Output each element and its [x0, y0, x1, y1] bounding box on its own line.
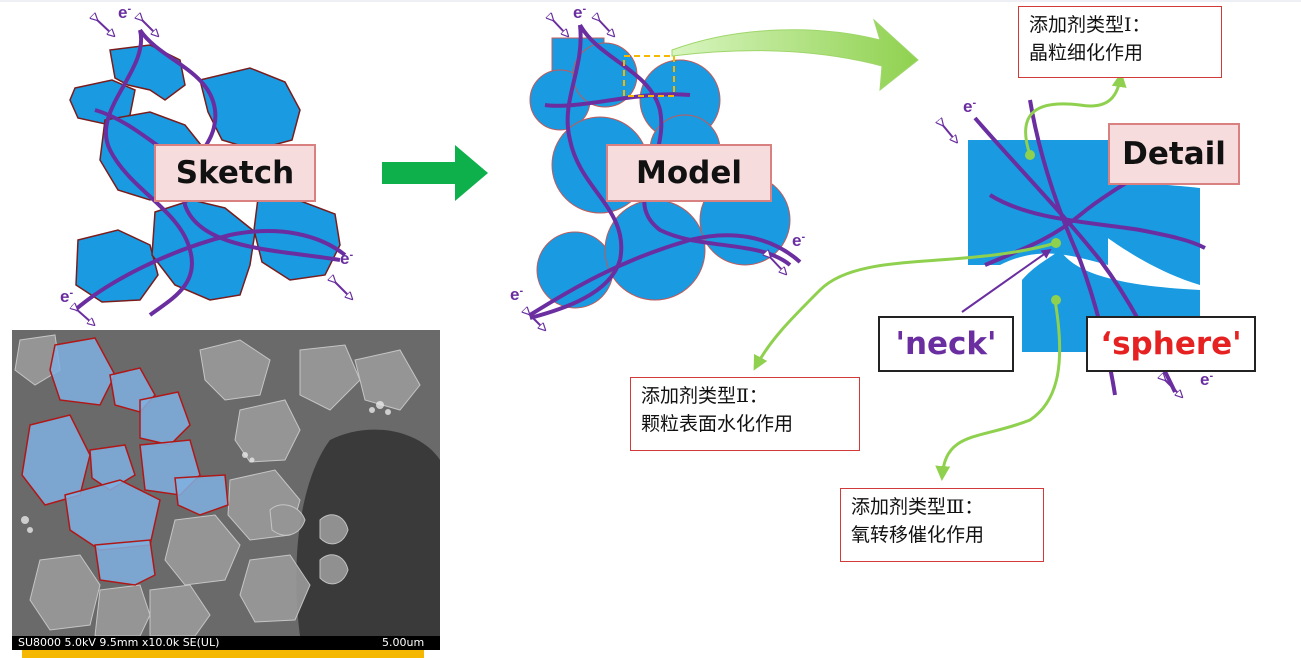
svg-text:e-: e-	[60, 287, 73, 306]
callout-lines	[753, 72, 1127, 481]
sem-grain	[139, 391, 191, 446]
note-type1: 添加剂类型Ⅰ： 晶粒细化作用	[1018, 6, 1222, 78]
orange-strip	[22, 650, 424, 658]
svg-text:e-: e-	[573, 3, 586, 22]
svg-text:e-: e-	[510, 285, 523, 304]
svg-text:e-: e-	[340, 249, 353, 268]
sem-info-bar: SU8000 5.0kV 9.5mm x10.0k SE(UL) 5.00um	[12, 636, 440, 650]
svg-text:e-: e-	[792, 231, 805, 250]
note-type1-title: 添加剂类型Ⅰ：	[1029, 14, 1151, 36]
model-label: Model	[606, 144, 772, 202]
sketch-grain	[253, 197, 341, 281]
electron-arrows	[75, 18, 1180, 395]
note-type2-title: 添加剂类型Ⅱ：	[641, 385, 768, 407]
svg-text:e-: e-	[963, 97, 976, 116]
detail-label: Detail	[1108, 123, 1240, 185]
top-rule	[0, 0, 1301, 2]
sem-grain	[174, 474, 229, 516]
zoom-region-box	[623, 55, 675, 97]
sem-scale-text: 5.00um	[382, 636, 425, 649]
neck-label: 'neck'	[878, 316, 1014, 372]
model-to-detail-arrow	[671, 18, 919, 92]
note-type1-desc: 晶粒细化作用	[1029, 42, 1144, 64]
sem-info-text: SU8000 5.0kV 9.5mm x10.0k SE(UL)	[18, 636, 220, 649]
detail-right-sphere	[1090, 182, 1200, 285]
sphere-label: ‘sphere'	[1086, 316, 1256, 372]
sketch-grain	[199, 67, 301, 151]
sketch-label: Sketch	[154, 144, 316, 202]
note-type3-desc: 氧转移催化作用	[851, 524, 985, 546]
neck-pointer	[961, 248, 1052, 313]
sem-grain	[49, 337, 116, 406]
svg-text:e-: e-	[118, 3, 131, 22]
sem-grain	[94, 539, 156, 586]
model-sphere	[536, 231, 614, 309]
detail-upper-sphere	[968, 140, 1108, 265]
sketch-grain	[75, 229, 159, 303]
note-type3-title: 添加剂类型Ⅲ：	[851, 496, 984, 518]
note-type2: 添加剂类型Ⅱ： 颗粒表面水化作用	[630, 377, 860, 451]
note-type3: 添加剂类型Ⅲ： 氧转移催化作用	[840, 488, 1044, 562]
svg-text:e-: e-	[1200, 370, 1213, 389]
sem-micrograph	[12, 330, 440, 636]
note-type2-desc: 颗粒表面水化作用	[641, 413, 794, 435]
sketch-to-model-arrow	[382, 145, 488, 201]
